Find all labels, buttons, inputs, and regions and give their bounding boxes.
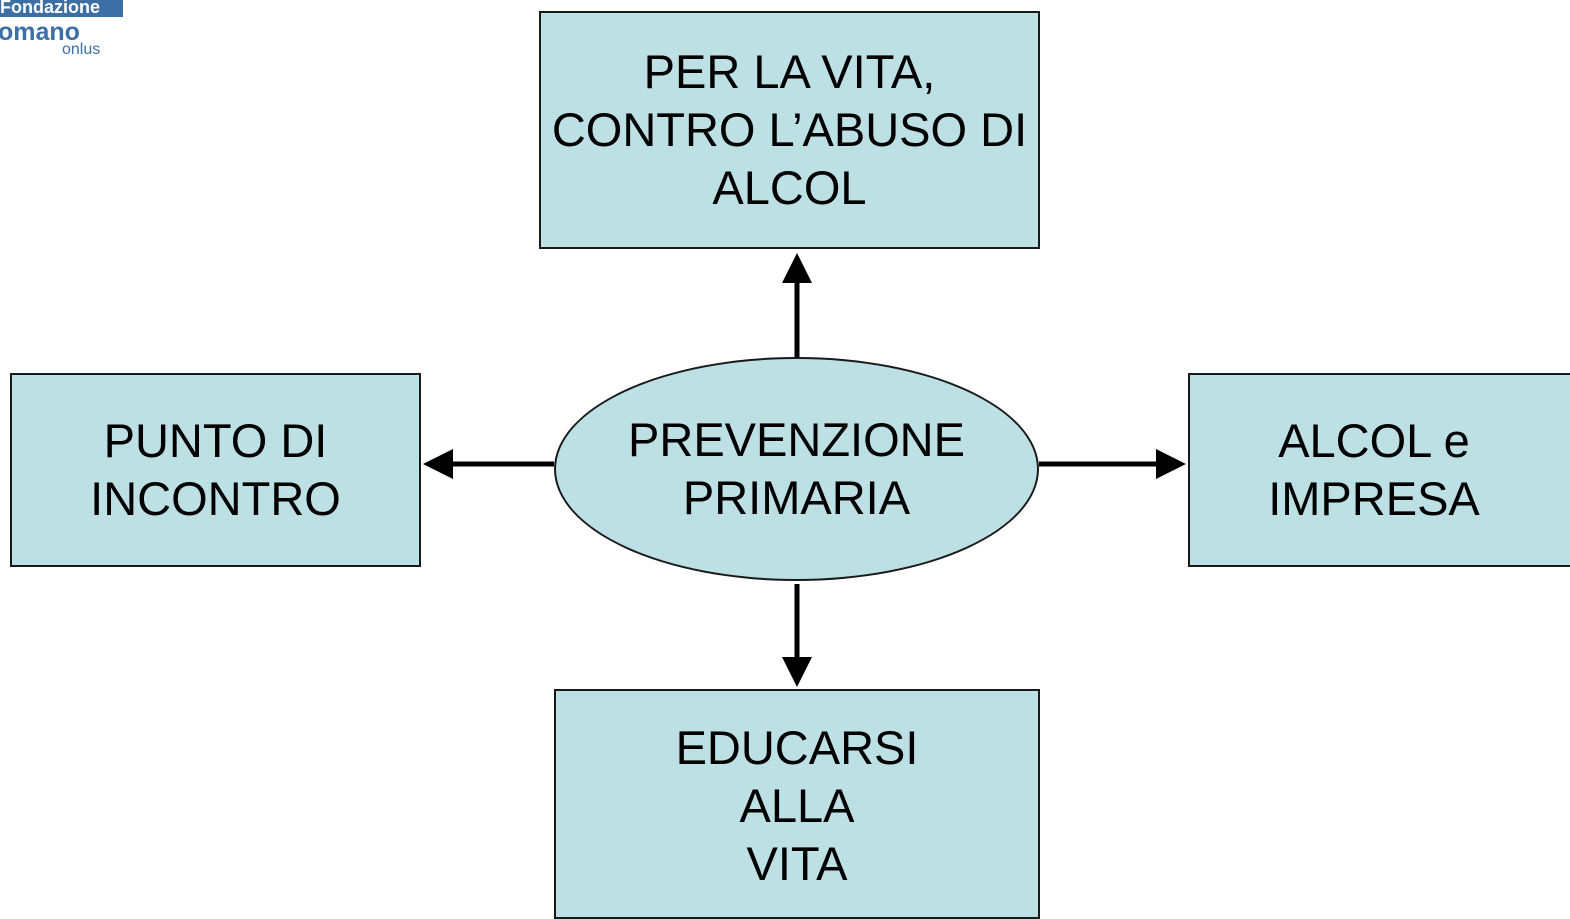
right-box-alcol-e-impresa: ALCOL e IMPRESA: [1188, 373, 1570, 567]
logo-line-onlus: onlus: [62, 41, 101, 58]
left-box-line: INCONTRO: [90, 472, 341, 525]
right-box-line: IMPRESA: [1268, 472, 1480, 525]
top-box-line: CONTRO L’ABUSO DI: [551, 103, 1028, 156]
logo-line-name: omano: [0, 18, 80, 46]
right-box-line: ALCOL e: [1278, 414, 1470, 467]
left-box-line: PUNTO DI: [103, 414, 328, 467]
left-box-punto-di-incontro: PUNTO DI INCONTRO: [10, 373, 421, 567]
fondazione-logo: Fondazione omano onlus: [0, 0, 124, 62]
center-node-prevenzione-primaria: PREVENZIONE PRIMARIA: [554, 357, 1039, 581]
center-node-line: PRIMARIA: [682, 471, 911, 524]
top-box-per-la-vita: PER LA VITA, CONTRO L’ABUSO DI ALCOL: [539, 11, 1040, 249]
top-box-line: PER LA VITA,: [643, 45, 936, 98]
bottom-box-educarsi-alla-vita: EDUCARSI ALLA VITA: [554, 689, 1040, 919]
bottom-box-line: EDUCARSI: [675, 721, 919, 774]
top-box-line: ALCOL: [712, 161, 867, 214]
bottom-box-line: ALLA: [739, 779, 855, 832]
logo-band: [0, 0, 123, 17]
logo-line-fondazione: Fondazione: [0, 0, 100, 17]
bottom-box-line: VITA: [746, 837, 848, 890]
center-node-line: PREVENZIONE: [628, 413, 965, 466]
